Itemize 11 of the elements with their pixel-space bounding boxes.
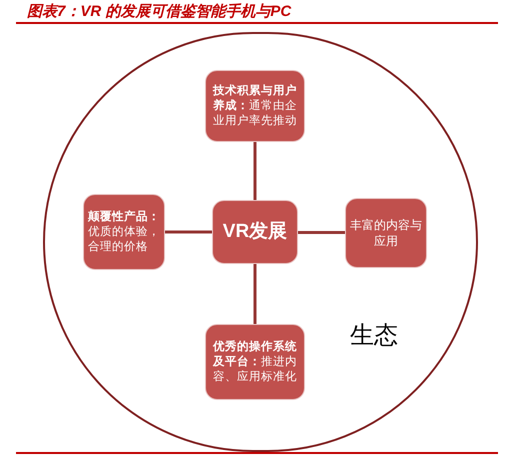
connector-line [298, 231, 345, 234]
ecosystem-label: 生态 [350, 320, 398, 351]
topic-box: 优秀的操作系统及平台：推进内容、应用标准化 [205, 324, 305, 400]
connector-line [254, 264, 256, 324]
topic-box: 丰富的内容与应用 [345, 198, 427, 268]
topic-box: 技术积累与用户养成：通常由企业用户率先推动 [205, 70, 305, 142]
connector-line [254, 142, 256, 200]
center-box: VR发展 [212, 200, 298, 264]
topic-box: 颠覆性产品：优质的体验，合理的价格 [83, 194, 165, 270]
connector-line [165, 230, 212, 234]
chart-title: 图表7：VR 的发展可借鉴智能手机与PC [27, 2, 292, 22]
